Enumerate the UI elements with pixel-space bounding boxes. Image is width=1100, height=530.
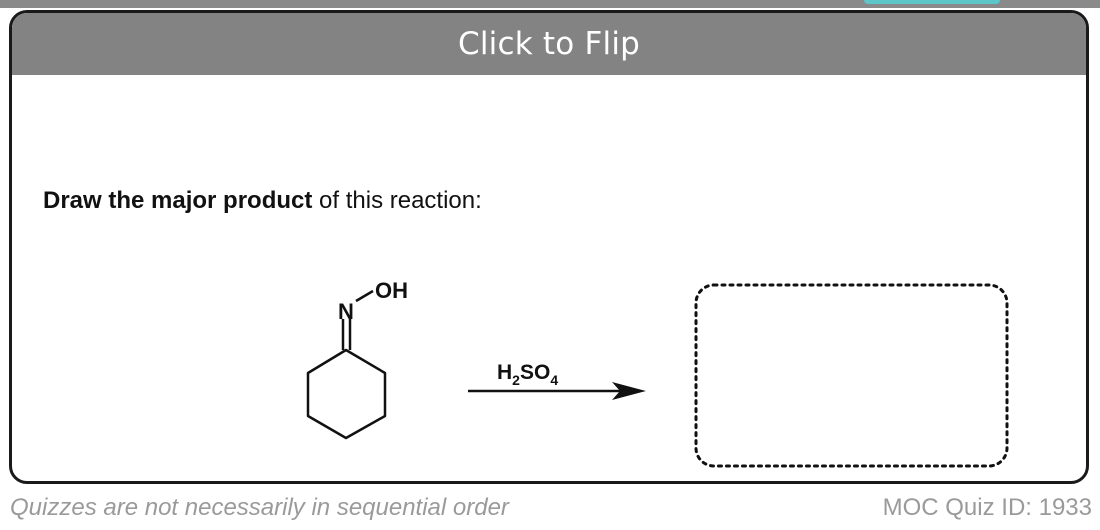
reagent-sub-4: 4 — [550, 372, 558, 388]
flip-label: Click to Flip — [457, 26, 641, 62]
no-bond — [355, 289, 374, 303]
cyclohexanone-oxime: N OH — [306, 278, 408, 440]
footer-note: Quizzes are not necessarily in sequentia… — [10, 494, 509, 521]
reaction-scheme: N OH H2SO4 — [306, 278, 1009, 468]
question-rest: of this reaction: — [312, 187, 482, 214]
answer-dropzone[interactable] — [694, 283, 1009, 468]
question-text: Draw the major product of this reaction: — [43, 187, 482, 215]
top-edge — [0, 0, 1100, 8]
quiz-id: MOC Quiz ID: 1933 — [882, 494, 1092, 521]
reaction-arrow — [468, 382, 646, 400]
reagent-h: H — [497, 361, 512, 384]
nitrogen-label: N — [338, 299, 354, 324]
question-bold: Draw the major product — [43, 187, 313, 214]
cyclohexane-ring — [306, 348, 387, 440]
hydroxyl-label: OH — [375, 278, 408, 303]
click-to-flip-button[interactable]: Click to Flip — [12, 13, 1086, 75]
flashcard[interactable]: Click to Flip Draw the major product of … — [9, 10, 1089, 484]
reagent-sub-2: 2 — [512, 372, 520, 388]
reagent-so: SO — [520, 361, 550, 384]
reagent-label: H2SO4 — [497, 361, 558, 388]
top-tab[interactable] — [864, 0, 1000, 4]
svg-text:H2SO4: H2SO4 — [497, 361, 558, 388]
